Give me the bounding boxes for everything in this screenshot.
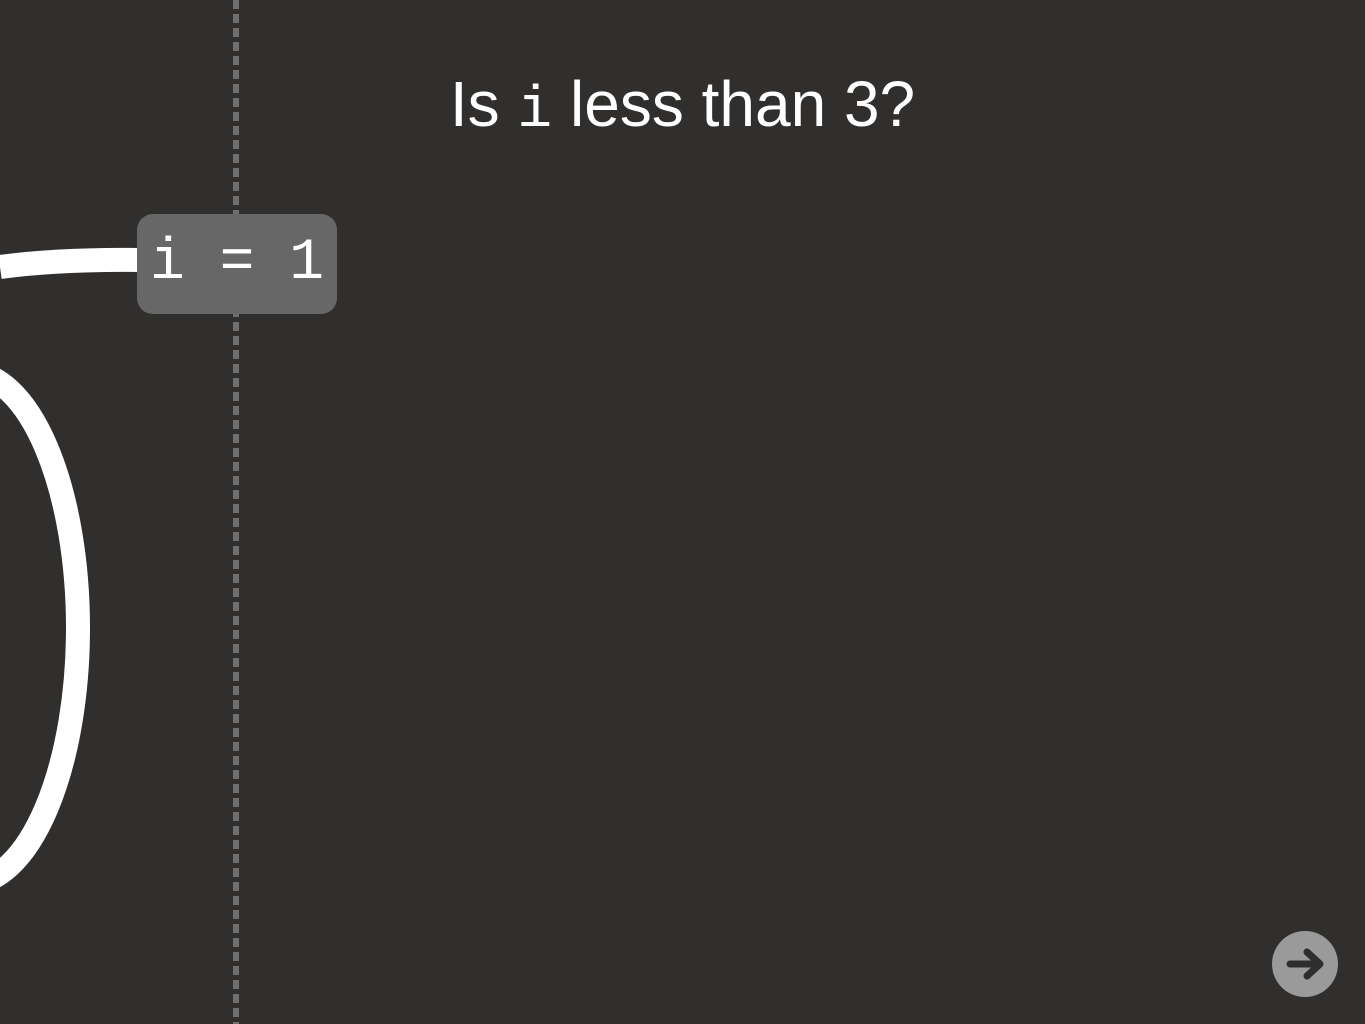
loop-track-entry: [0, 247, 141, 279]
variable-state-box: i = 1: [137, 214, 337, 314]
next-button[interactable]: [1272, 931, 1338, 997]
loop-track-arc: [0, 369, 90, 887]
question-suffix: less than 3?: [552, 68, 916, 140]
question-variable: i: [517, 79, 553, 144]
question-prefix: Is: [449, 68, 518, 140]
arrow-right-icon: [1286, 948, 1324, 980]
question-text: Is i less than 3?: [0, 62, 1365, 154]
